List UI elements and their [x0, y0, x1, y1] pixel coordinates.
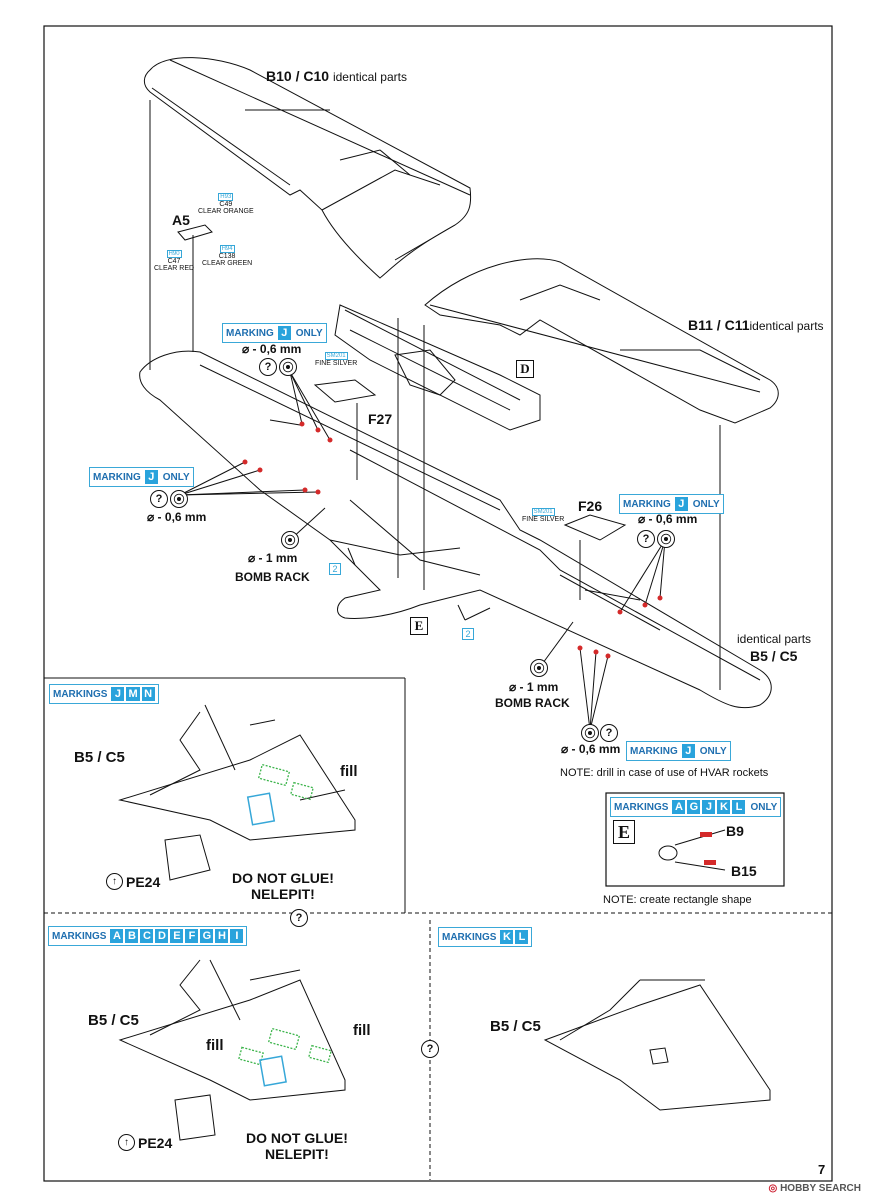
part-label-b11-c11: B11 / C11identical parts — [688, 317, 824, 333]
pe24-ref-2: ↑PE24 — [118, 1134, 172, 1151]
dimension-06mm-1: ⌀ - 0,6 mm — [242, 342, 302, 356]
part-label-b9: B9 — [726, 823, 744, 839]
dimension-06mm-3: ⌀ - 0,6 mm — [638, 512, 698, 526]
upper-left-wing — [143, 57, 472, 279]
drill-icon: ⦿ — [581, 724, 599, 742]
a5-piece — [177, 224, 213, 241]
part-label-f27: F27 — [368, 411, 393, 427]
fill-label-1: fill — [340, 763, 358, 780]
part-label-f26: F26 — [578, 498, 603, 514]
dimension-1mm-2: ⌀ - 1 mm — [509, 680, 559, 694]
fill-label-2: fill — [353, 1022, 371, 1039]
do-not-glue-1: DO NOT GLUE!NELEPIT! — [232, 870, 334, 903]
step-ref-2: 2 — [462, 628, 474, 640]
f26-plate — [563, 514, 627, 541]
pe24-ref-1: ↑PE24 — [106, 873, 160, 890]
drill-icon: ⦿ — [281, 531, 299, 549]
drill-icon: ⦿ — [279, 358, 297, 376]
dimension-06mm-2: ⌀ - 0,6 mm — [147, 510, 207, 524]
do-not-glue-2: DO NOT GLUE!NELEPIT! — [246, 1130, 348, 1163]
arrow-icon: ↑ — [106, 873, 123, 890]
part-label-b5-c5: B5 / C5 — [750, 648, 798, 664]
detail-sketch-3 — [543, 979, 771, 1111]
drill-icon: ⦿ — [530, 659, 548, 677]
dimension-1mm-1: ⌀ - 1 mm — [248, 551, 298, 565]
detail-2-part-label: B5 / C5 — [88, 1012, 139, 1029]
page-number: 7 — [818, 1162, 826, 1177]
arrow-icon: ↑ — [118, 1134, 135, 1151]
identical-parts-note: identical parts — [737, 632, 812, 646]
part-d — [334, 304, 541, 431]
e-detail — [658, 829, 726, 871]
question-icon: ? — [290, 909, 308, 927]
part-label-b10-c10: B10 / C10 identical parts — [266, 68, 407, 84]
part-label-e-detail: E — [613, 820, 635, 844]
note-hvar: NOTE: drill in case of use of HVAR rocke… — [560, 767, 769, 779]
detail-1-part-label: B5 / C5 — [74, 749, 125, 766]
question-icon: ? — [259, 358, 277, 376]
question-icon: ? — [637, 530, 655, 548]
part-label-b15: B15 — [731, 863, 757, 879]
drill-icon: ⦿ — [657, 530, 675, 548]
detail-sketch-2 — [118, 959, 346, 1141]
question-icon: ? — [421, 1040, 439, 1058]
dimension-06mm-4: ⌀ - 0,6 mm — [561, 742, 621, 756]
step-ref-2: 2 — [329, 563, 341, 575]
drill-icon: ⦿ — [170, 490, 188, 508]
lower-wing-part — [139, 350, 772, 709]
question-icon: ? — [150, 490, 168, 508]
question-icon: ? — [600, 724, 618, 742]
fill-label-3: fill — [206, 1037, 224, 1054]
part-label-a5: A5 — [172, 212, 190, 228]
part-label-d: D — [516, 360, 534, 378]
upper-right-wing — [424, 258, 779, 424]
bomb-rack-label-1: BOMB RACK — [235, 570, 310, 584]
watermark: ◎ HOBBY SEARCH — [768, 1183, 861, 1194]
detail-3-part-label: B5 / C5 — [490, 1018, 541, 1035]
note-rectangle: NOTE: create rectangle shape — [603, 894, 752, 906]
detail-sketch-1 — [118, 704, 356, 881]
f27-plate — [313, 379, 377, 403]
bomb-rack-label-2: BOMB RACK — [495, 696, 570, 710]
part-label-e: E — [410, 617, 428, 635]
